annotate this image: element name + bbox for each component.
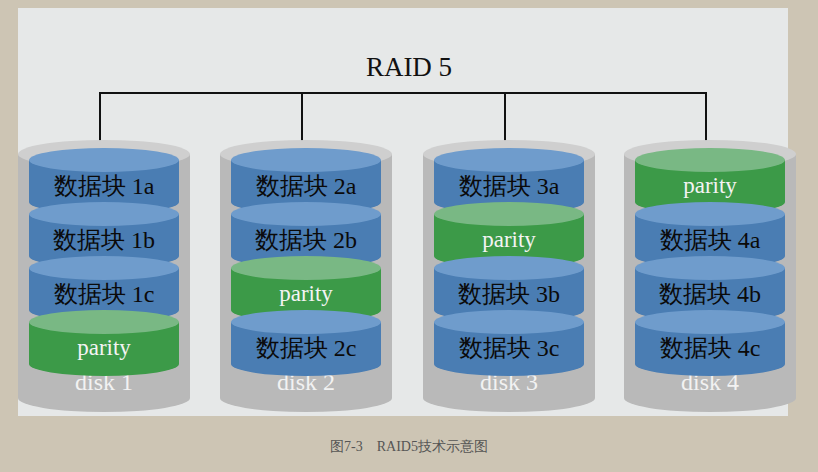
disk-cylinder: disk 4parity数据块 4a数据块 4b数据块 4c xyxy=(624,140,796,412)
block-label: parity xyxy=(635,172,785,200)
disk-cylinder: disk 3数据块 3aparity数据块 3b数据块 3c xyxy=(423,140,595,412)
block-label: 数据块 1c xyxy=(29,280,179,308)
data-block: 数据块 3c xyxy=(434,310,584,376)
block-label: 数据块 4b xyxy=(635,280,785,308)
disk-cylinder: disk 1数据块 1a数据块 1b数据块 1cparity xyxy=(18,140,190,412)
block-label: 数据块 3b xyxy=(434,280,584,308)
block-label: 数据块 2c xyxy=(231,334,381,362)
block-label: parity xyxy=(434,226,584,254)
block-label: parity xyxy=(231,280,381,308)
figure-caption: 图7-3 RAID5技术示意图 xyxy=(0,438,818,456)
block-label: 数据块 4a xyxy=(635,226,785,254)
block-label: 数据块 2b xyxy=(231,226,381,254)
diagram-title: RAID 5 xyxy=(0,52,818,83)
block-label: parity xyxy=(29,334,179,362)
parity-block: parity xyxy=(29,310,179,376)
block-label: 数据块 4c xyxy=(635,334,785,362)
block-label: 数据块 2a xyxy=(231,172,381,200)
data-block: 数据块 4c xyxy=(635,310,785,376)
disk-cylinder: disk 2数据块 2a数据块 2bparity数据块 2c xyxy=(220,140,392,412)
block-label: 数据块 3c xyxy=(434,334,584,362)
data-block: 数据块 2c xyxy=(231,310,381,376)
block-label: 数据块 1b xyxy=(29,226,179,254)
block-label: 数据块 3a xyxy=(434,172,584,200)
block-label: 数据块 1a xyxy=(29,172,179,200)
